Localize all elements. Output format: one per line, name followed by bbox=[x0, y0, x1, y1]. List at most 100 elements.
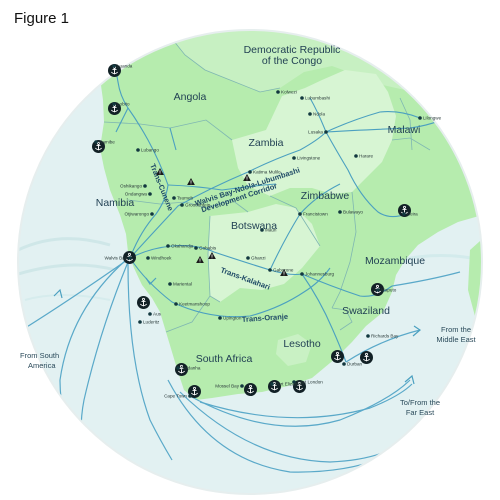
city-label: Walvis Bay bbox=[104, 256, 127, 261]
city-label: Port Elizabeth bbox=[275, 382, 304, 387]
city-dot bbox=[292, 380, 296, 384]
city-label: Oshikango bbox=[120, 184, 142, 189]
city-label: Johannesburg bbox=[305, 272, 335, 277]
country-label-mozambique: Mozambique bbox=[365, 255, 425, 267]
city-dot bbox=[300, 96, 304, 100]
city-label: Mariental bbox=[173, 282, 192, 287]
city-dot bbox=[354, 154, 358, 158]
city-label: Aus bbox=[153, 312, 162, 317]
city-dot bbox=[168, 282, 172, 286]
city-dot bbox=[148, 312, 152, 316]
city-dot bbox=[218, 316, 222, 320]
city-dot bbox=[146, 256, 150, 260]
city-dot bbox=[112, 64, 116, 68]
country-label-botswana: Botswana bbox=[231, 220, 277, 232]
country-label-malawi: Malawi bbox=[388, 124, 421, 136]
city-label: Livingstone bbox=[297, 156, 321, 161]
city-dot bbox=[418, 116, 422, 120]
city-label: Okahandja bbox=[171, 244, 194, 249]
country-label-angola: Angola bbox=[174, 91, 207, 103]
city-dot bbox=[176, 366, 180, 370]
city-label: Durban bbox=[347, 362, 363, 367]
city-dot bbox=[342, 362, 346, 366]
city-dot bbox=[143, 184, 147, 188]
city-label: Ghanzi bbox=[251, 256, 266, 261]
country-label-zambia: Zambia bbox=[248, 137, 283, 149]
city-label: Maputo bbox=[381, 288, 397, 293]
city-label: Ndola bbox=[313, 112, 325, 117]
city-label: Upington bbox=[223, 316, 242, 321]
city-dot bbox=[338, 210, 342, 214]
city-label: Gobabis bbox=[199, 246, 217, 251]
city-label: Beira bbox=[407, 212, 418, 217]
city-label: Kolwezi bbox=[281, 90, 297, 95]
city-label: Lobito bbox=[117, 102, 130, 107]
city-dot bbox=[136, 148, 140, 152]
city-dot bbox=[188, 394, 192, 398]
city-dot bbox=[128, 256, 132, 260]
city-label: Francistown bbox=[303, 212, 328, 217]
city-dot bbox=[150, 212, 154, 216]
city-dot bbox=[366, 334, 370, 338]
city-label: Katima Mulilo bbox=[253, 170, 281, 175]
city-label: Tsumeb bbox=[177, 196, 194, 201]
figure-title: Figure 1 bbox=[14, 10, 70, 27]
city-label: Namibe bbox=[99, 140, 115, 145]
city-label: Grootfontein bbox=[185, 203, 211, 208]
city-label: Lubango bbox=[141, 148, 159, 153]
city-dot bbox=[240, 384, 244, 388]
city-dot bbox=[260, 228, 264, 232]
city-dot bbox=[308, 112, 312, 116]
zambia-zimbabwe-region bbox=[232, 70, 396, 196]
city-dot bbox=[376, 288, 380, 292]
city-dot bbox=[94, 140, 98, 144]
city-dot bbox=[300, 272, 304, 276]
city-label: Mossel Bay bbox=[215, 384, 239, 389]
country-label-namibia: Namibia bbox=[96, 197, 135, 209]
country-label-zimbabwe: Zimbabwe bbox=[301, 190, 350, 202]
city-label: Luanda bbox=[117, 64, 133, 69]
city-label: Saldanha bbox=[181, 366, 201, 371]
city-layer: LuandaLobitoNamibeLubangoOshikangoOndang… bbox=[94, 64, 442, 399]
city-dot bbox=[276, 90, 280, 94]
city-dot bbox=[268, 268, 272, 272]
city-dot bbox=[298, 212, 302, 216]
lesotho-region bbox=[276, 334, 312, 366]
city-label: Harare bbox=[359, 154, 373, 159]
city-label: Maun bbox=[265, 228, 277, 233]
city-dot bbox=[194, 246, 198, 250]
city-label: Gaborone bbox=[273, 268, 294, 273]
city-dot bbox=[148, 192, 152, 196]
country-label-south-africa: South Africa bbox=[196, 353, 253, 365]
corridor-label-trans-oranje: Trans-Oranje bbox=[242, 312, 289, 324]
city-dot bbox=[402, 212, 406, 216]
city-dot bbox=[174, 302, 178, 306]
anchor-icon bbox=[137, 296, 150, 309]
city-dot bbox=[112, 102, 116, 106]
city-dot bbox=[324, 130, 328, 134]
city-label: Cape Town bbox=[164, 394, 187, 399]
city-label: East London bbox=[297, 380, 323, 385]
city-dot bbox=[180, 203, 184, 207]
city-label: Otjiwarongo bbox=[124, 212, 149, 217]
city-label: Lilongwe bbox=[423, 116, 442, 121]
anchor-icon bbox=[331, 350, 344, 363]
city-label: Ondangwa bbox=[125, 192, 148, 197]
country-label-swaziland: Swaziland bbox=[342, 305, 390, 317]
city-dot bbox=[166, 244, 170, 248]
city-dot bbox=[172, 196, 176, 200]
anchor-icon bbox=[244, 383, 257, 396]
country-label-lesotho: Lesotho bbox=[283, 338, 321, 350]
city-dot bbox=[246, 256, 250, 260]
city-label: Luderitz bbox=[143, 320, 160, 325]
city-label: Lubumbashi bbox=[305, 96, 330, 101]
city-dot bbox=[138, 320, 142, 324]
city-dot bbox=[270, 382, 274, 386]
city-dot bbox=[292, 156, 296, 160]
city-label: Lusaka bbox=[308, 130, 323, 135]
